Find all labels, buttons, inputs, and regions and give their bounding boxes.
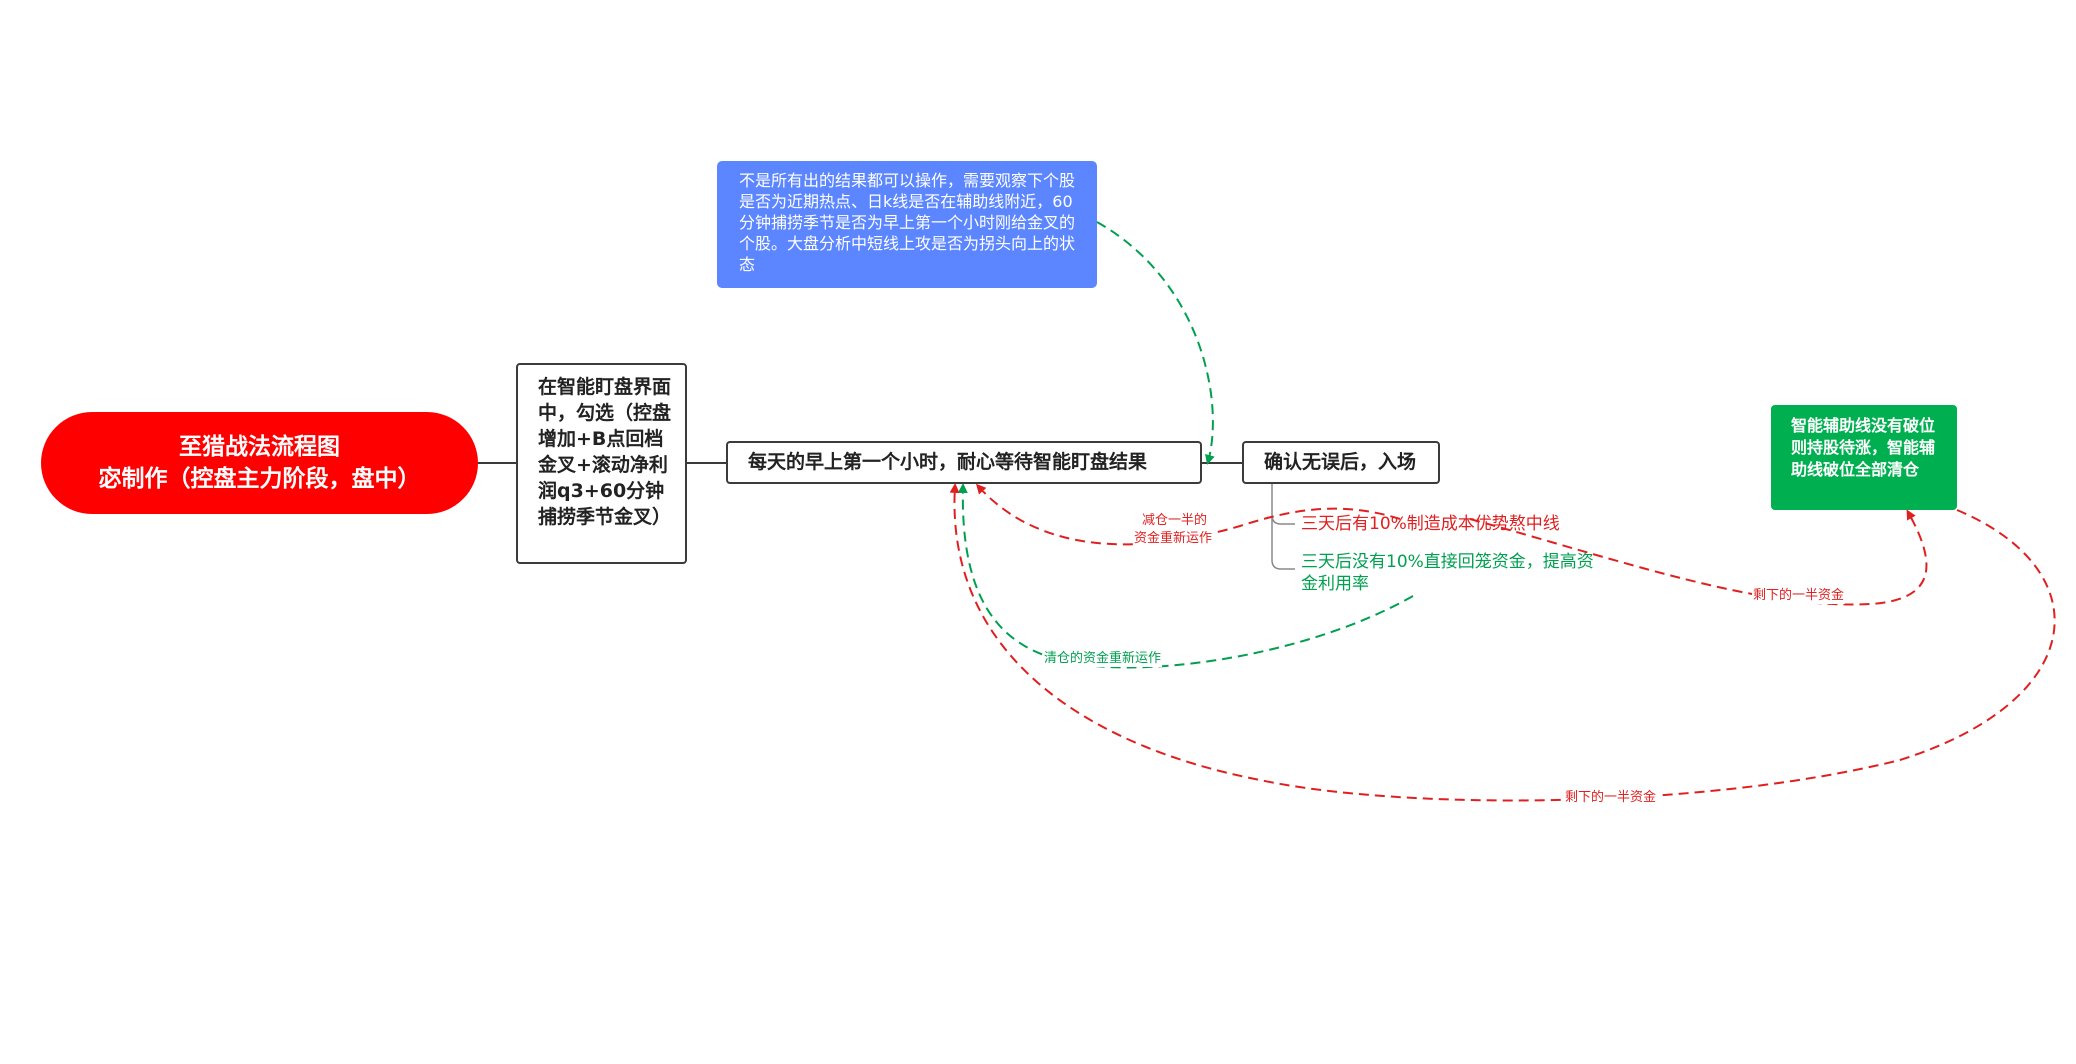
note-support-line[interactable]: 智能辅助线没有破位则持股待涨，智能辅助线破位全部清仓 [1771,405,1957,510]
label-reduce-line2: 资金重新运作 [1133,531,1214,547]
connector-step3-branches [1271,484,1295,570]
branch-recover-capital-text: 三天后没有10%直接回笼资金，提高资金利用率 [1301,552,1594,594]
step-select-conditions-text: 在智能盯盘界面中，勾选（控盘增加+B点回档金叉+滚动净利润q3+60分钟捕捞季节… [538,376,672,528]
branch-hold-midterm[interactable]: 三天后有10%制造成本优势熬中线 [1301,513,1560,535]
root-subtitle: 宓制作（控盘主力阶段，盘中） [98,466,421,492]
arrow-note-green-to-step2 [949,483,2056,802]
step-wait-results-text: 每天的早上第一个小时，耐心等待智能盯盘结果 [748,451,1148,473]
branch-hold-midterm-text: 三天后有10%制造成本优势熬中线 [1301,514,1560,534]
label-clear-capital: 清仓的资金重新运作 [1043,651,1163,667]
note-support-line-text: 智能辅助线没有破位则持股待涨，智能辅助线破位全部清仓 [1791,416,1936,479]
note-observation[interactable]: 不是所有出的结果都可以操作，需要观察下个股是否为近期热点、日k线是否在辅助线附近… [717,161,1097,288]
step-select-conditions[interactable]: 在智能盯盘界面中，勾选（控盘增加+B点回档金叉+滚动净利润q3+60分钟捕捞季节… [516,363,687,564]
branch-recover-capital[interactable]: 三天后没有10%直接回笼资金，提高资金利用率 [1301,551,1601,595]
root-title: 至猎战法流程图 [179,434,340,460]
arrow-note-to-step2 [1096,221,1215,465]
step-wait-results[interactable]: 每天的早上第一个小时，耐心等待智能盯盘结果 [726,441,1202,484]
note-observation-text: 不是所有出的结果都可以操作，需要观察下个股是否为近期热点、日k线是否在辅助线附近… [739,171,1076,274]
step-confirm-entry-text: 确认无误后，入场 [1264,451,1417,473]
label-reduce-line1: 减仓一半的 [1141,513,1209,529]
arrow-reduce-to-step2 [975,483,1401,546]
label-remaining-half-a: 剩下的一半资金 [1752,588,1846,604]
root-title-node[interactable]: 至猎战法流程图 宓制作（控盘主力阶段，盘中） [41,412,478,514]
label-remaining-half-b: 剩下的一半资金 [1564,790,1658,806]
step-confirm-entry[interactable]: 确认无误后，入场 [1242,441,1440,484]
